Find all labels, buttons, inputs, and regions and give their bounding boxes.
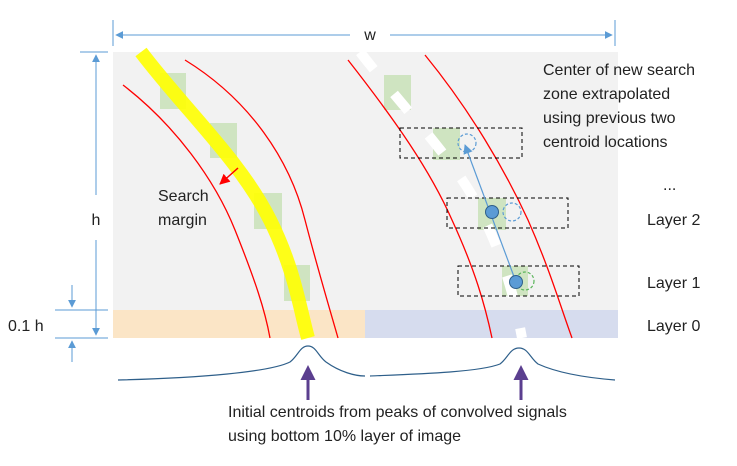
extrapolation-label-4: centroid locations [543,134,668,151]
layer-2-label: Layer 2 [647,212,700,229]
right-lane-line [356,48,527,339]
predicted-centroid-layer-1-icon [515,271,535,291]
search-margin-label-1: Search [158,188,209,205]
extrapolation-label-3: using previous two [543,110,676,127]
predicted-centroid-icon [457,133,477,153]
signal-curve-left [117,345,366,381]
labels: w h 0.1 h Search margin Center of new se… [8,27,700,445]
layer-1-label: Layer 1 [647,275,700,292]
left-lane-line [135,47,315,340]
layer-0-label: Layer 0 [647,318,700,335]
width-label: w [363,27,376,44]
search-zone-extrapolated [399,127,523,159]
bottom-band-label: 0.1 h [8,318,44,335]
right-search-boundary-outer [424,54,573,339]
search-margin-label-2: margin [158,212,207,229]
image-area [113,52,618,338]
ellipsis-label: ... [663,177,676,194]
right-search-boundary-inner [347,59,493,339]
signal-curve-right [369,347,616,381]
caption-line-1: Initial centroids from peaks of convolve… [228,404,567,421]
caption-line-2: using bottom 10% layer of image [228,428,461,445]
search-zone-layer-1 [457,265,580,297]
left-search-boundary-inner [122,84,271,339]
right-lane [347,48,580,339]
predicted-centroid-layer-2-icon [502,202,522,222]
bottom-band-left [113,310,365,338]
extrapolation-label-2: zone extrapolated [543,86,670,103]
convolved-signal [117,345,616,400]
left-search-boundary-outer [184,59,339,339]
search-zone-layer-2 [446,197,569,229]
dimension-lines [55,20,616,362]
left-lane [122,47,339,340]
centroid-layer-1-icon [509,275,523,289]
centroid-layer-2-icon [485,205,499,219]
search-margin-arrow [219,167,239,185]
height-label: h [92,212,101,229]
extrapolation-label-1: Center of new search [543,62,695,79]
